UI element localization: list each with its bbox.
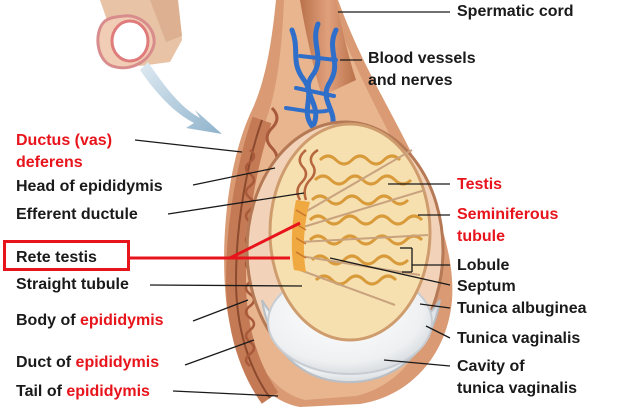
label-seminiferous-line1: Seminiferous bbox=[457, 206, 559, 223]
rete-testis-highlight-box bbox=[3, 240, 130, 271]
label-duct-term: epididymis bbox=[75, 354, 160, 371]
label-lobule: Lobule bbox=[457, 257, 510, 274]
label-blood-vessels: Blood vessels bbox=[368, 50, 476, 67]
label-cavity-line2: tunica vaginalis bbox=[457, 380, 578, 397]
leader-lines bbox=[134, 11, 451, 397]
label-tail-of-epididymis: Tail of epididymis bbox=[16, 381, 150, 403]
label-efferent-ductule: Efferent ductule bbox=[16, 206, 138, 223]
label-duct-of-epididymis: Duct of epididymis bbox=[16, 352, 159, 374]
pointer-arrow bbox=[140, 62, 222, 134]
rete-testis bbox=[291, 200, 310, 272]
label-rete-testis: Rete testis bbox=[16, 249, 97, 266]
label-body-of-epididymis: Body of epididymis bbox=[16, 310, 164, 332]
label-body-prefix: Body of bbox=[16, 312, 80, 329]
blood-vessels bbox=[284, 21, 339, 131]
label-body-term: epididymis bbox=[80, 312, 164, 329]
label-ductus-line2: deferens bbox=[16, 154, 83, 171]
label-cavity-line1: Cavity of bbox=[457, 358, 525, 375]
label-tunica-vaginalis: Tunica vaginalis bbox=[457, 330, 581, 347]
label-tail-term: epididymis bbox=[66, 383, 150, 400]
septa bbox=[299, 149, 429, 306]
label-duct-prefix: Duct of bbox=[16, 354, 76, 371]
efferent-ductules bbox=[296, 148, 319, 201]
label-head-of-epididymis: Head of epididymis bbox=[16, 178, 163, 195]
label-testis: Testis bbox=[457, 176, 503, 193]
thumbnail-external-view bbox=[96, 0, 182, 70]
label-septum: Septum bbox=[457, 278, 516, 295]
label-tunica-albuginea: Tunica albuginea bbox=[457, 300, 587, 317]
label-ductus-line1: Ductus (vas) bbox=[16, 132, 113, 149]
rete-testis-pointer bbox=[130, 221, 301, 260]
label-spermatic-cord: Spermatic cord bbox=[457, 3, 574, 20]
label-tail-prefix: Tail of bbox=[16, 383, 67, 400]
spermatic-cord bbox=[300, 0, 356, 96]
label-seminiferous-line2: tubule bbox=[457, 228, 505, 245]
label-straight-tubule: Straight tubule bbox=[16, 276, 129, 293]
label-and-nerves: and nerves bbox=[368, 72, 453, 89]
